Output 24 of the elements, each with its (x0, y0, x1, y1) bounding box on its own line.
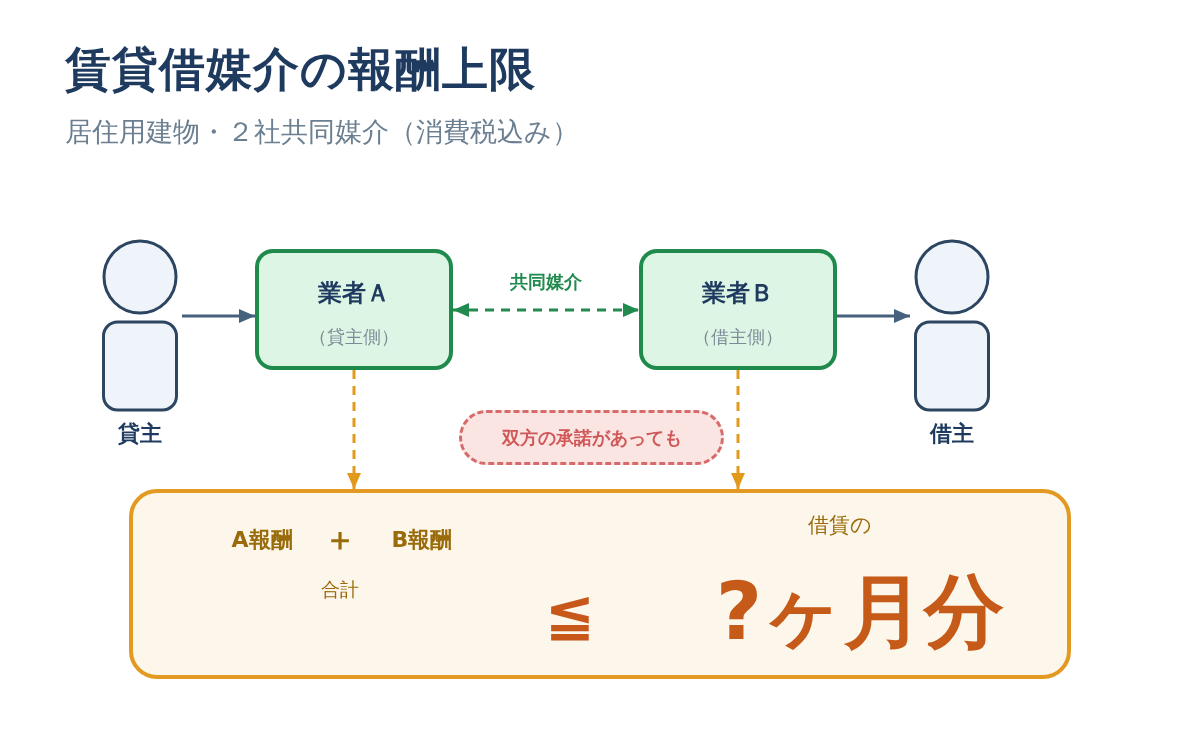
caption-text: 借賃の (808, 512, 872, 538)
condition-text: 双方の承諾があっても (501, 425, 682, 450)
less-or-equal-sign: ≦ (544, 578, 596, 648)
agent-box (639, 249, 837, 370)
dashed-arrow (347, 370, 361, 489)
caption-text: 合計 (321, 579, 359, 601)
dashed-arrow (731, 370, 745, 489)
plus-sign: ＋ (324, 520, 356, 558)
fee-term: B報酬 (391, 527, 453, 553)
agent-name: 業者Ｂ (702, 278, 774, 309)
diagram-title: 賃貸借媒介の報酬上限 (65, 42, 536, 98)
condition-pill (459, 410, 724, 465)
agent-box (255, 249, 453, 370)
agent-name: 業者Ａ (318, 278, 390, 309)
result-panel (129, 489, 1071, 679)
person-label: 貸主 (118, 420, 162, 448)
fee-term: A報酬 (231, 527, 293, 553)
subtitle: 居住用建物・２社共同媒介（消費税込み） (65, 115, 579, 149)
dashed-double-arrow (453, 303, 639, 317)
agent-role: （貸主側） (309, 325, 399, 349)
agent-role: （借主側） (693, 325, 783, 349)
months-value: ?ヶ月分 (715, 566, 1005, 658)
arrow (837, 309, 910, 323)
person-label: 借主 (930, 420, 974, 448)
